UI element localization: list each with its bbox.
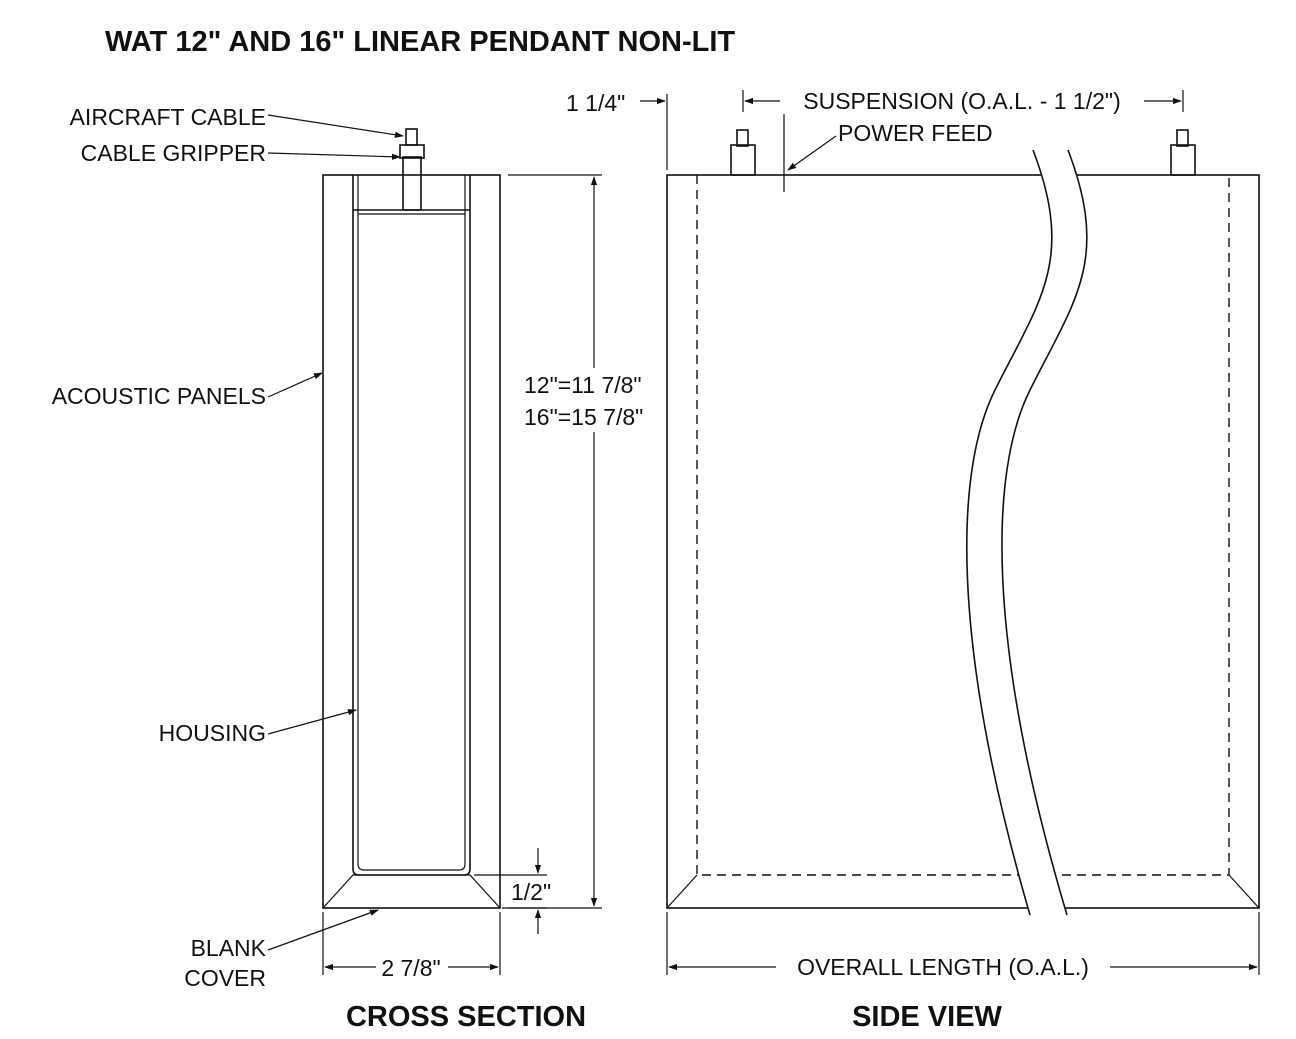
side-gripper-right-body [1170, 144, 1196, 176]
side-bevel-left [666, 874, 698, 909]
dim-height-16: 16"=15 7/8" [524, 404, 643, 430]
side-gripper-right-cable [1176, 129, 1189, 147]
dim-oal-text-bg [776, 954, 1110, 980]
label-acoustic-panels: ACOUSTIC PANELS [52, 383, 266, 409]
dim-end-offset: 1 1/4" [566, 90, 625, 116]
dim-suspension: SUSPENSION (O.A.L. - 1 1/2") [803, 88, 1120, 114]
side-hidden-housing [696, 175, 1230, 876]
leader-acoustic-panels [267, 372, 323, 398]
leader-power-feed [787, 135, 837, 171]
side-view: POWER FEED 1 1/4" SUSPENSION (O.A.L. - 1… [566, 88, 1260, 1033]
dim-width: 2 7/8" [381, 955, 440, 981]
dim-overall-length: OVERALL LENGTH (O.A.L.) [797, 954, 1089, 980]
cross-section-view: AIRCRAFT CABLE CABLE GRIPPER ACOUSTIC PA… [52, 104, 660, 1033]
dim-height-12: 12"=11 7/8" [524, 372, 642, 398]
housing-inner [357, 175, 466, 871]
label-power-feed: POWER FEED [838, 120, 993, 146]
leader-housing [267, 709, 357, 735]
leader-cable-gripper [267, 152, 401, 160]
side-bevel-right [1228, 874, 1260, 909]
dim-suspension-text-bg [780, 88, 1144, 114]
blank-cover-bevel [322, 874, 501, 909]
dim-cover-offset: 1/2" [511, 879, 551, 905]
drawing-title: WAT 12" AND 16" LINEAR PENDANT NON-LIT [105, 26, 735, 58]
cable-gripper-top [399, 144, 425, 159]
label-housing: HOUSING [159, 720, 266, 746]
side-break-band [966, 150, 1087, 915]
cable-gripper-body [402, 156, 422, 211]
side-break-line-right [1001, 149, 1088, 916]
dim-width-text-bg [376, 954, 448, 980]
label-blank-cover-line1: BLANK [191, 935, 267, 961]
side-break-line-left [966, 149, 1053, 916]
aircraft-cable [405, 128, 418, 146]
acoustic-panel-outline [322, 174, 501, 909]
dim-height-text-bg [520, 368, 660, 432]
side-gripper-left-body [730, 144, 756, 176]
side-gripper-left-cable [736, 129, 749, 147]
side-body-outline [666, 174, 1260, 909]
side-view-heading: SIDE VIEW [852, 1001, 1002, 1033]
label-blank-cover-line2: COVER [184, 965, 266, 991]
label-aircraft-cable: AIRCRAFT CABLE [70, 104, 266, 130]
cross-section-heading: CROSS SECTION [346, 1001, 586, 1033]
housing-outer [352, 175, 471, 876]
label-cable-gripper: CABLE GRIPPER [81, 140, 266, 166]
leader-aircraft-cable [267, 114, 404, 138]
